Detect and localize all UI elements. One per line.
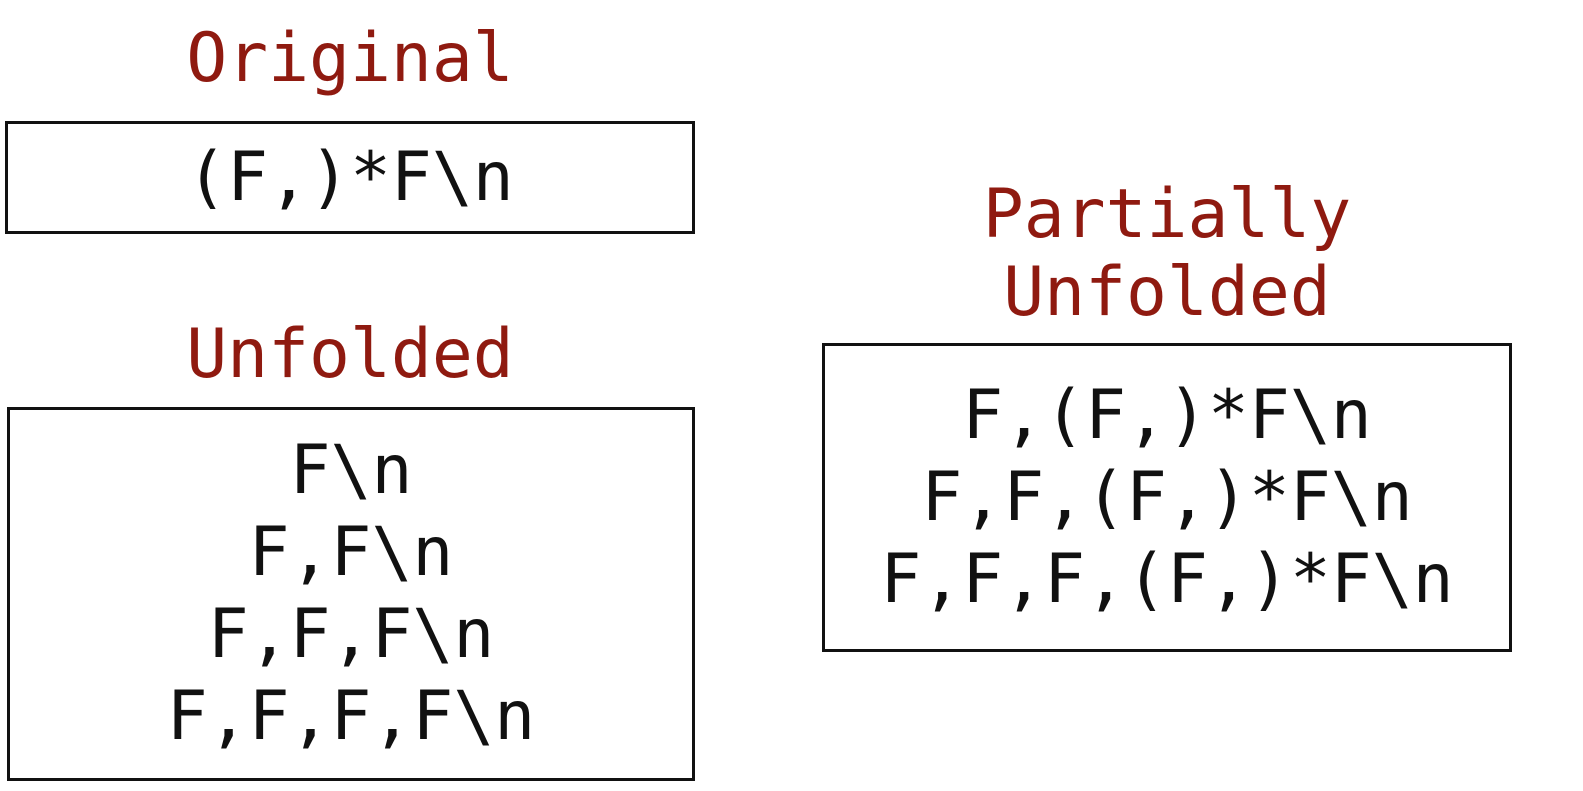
unfolded-line: F,F,F\n — [207, 595, 495, 674]
original-box: (F,)*F\n — [5, 121, 695, 234]
partially-unfolded-title-line: Unfolded — [1003, 253, 1331, 332]
partially-unfolded-title: Partially Unfolded — [822, 176, 1512, 332]
partially-unfolded-title-line: Partially — [982, 175, 1352, 254]
unfolded-line: F\n — [289, 431, 413, 510]
unfolded-box: F\n F,F\n F,F,F\n F,F,F,F\n — [7, 407, 695, 781]
unfolded-line: F,F,F,F\n — [166, 677, 536, 756]
unfolded-title: Unfolded — [186, 315, 514, 394]
partially-unfolded-line: F,F,F,(F,)*F\n — [880, 539, 1454, 619]
original-line: (F,)*F\n — [186, 137, 514, 217]
unfolded-line: F,F\n — [248, 513, 454, 592]
partially-unfolded-line: F,(F,)*F\n — [962, 375, 1372, 455]
partially-unfolded-box: F,(F,)*F\n F,F,(F,)*F\n F,F,F,(F,)*F\n — [822, 343, 1512, 652]
partially-unfolded-line: F,F,(F,)*F\n — [921, 457, 1413, 537]
original-title: Original — [186, 19, 514, 98]
